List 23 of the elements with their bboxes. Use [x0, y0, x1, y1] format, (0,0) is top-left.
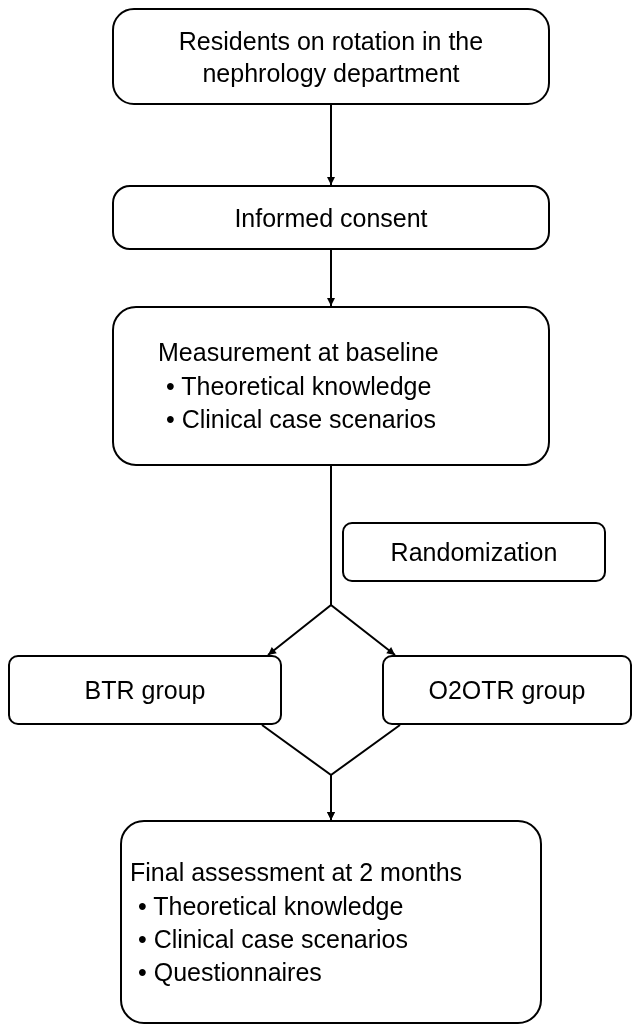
- process-box: [112, 306, 550, 466]
- arrow: [327, 724, 401, 821]
- box-heading: Final assessment at 2 months: [130, 856, 463, 888]
- bullet-item: • Theoretical knowledge: [138, 890, 405, 922]
- box-heading: BTR group: [84, 675, 206, 706]
- process-box: [120, 820, 542, 1024]
- bullet-item: • Theoretical knowledge: [166, 371, 433, 402]
- bullet-item: • Questionnaires: [138, 956, 323, 988]
- box-heading: Residents on rotation in the nephrology department: [177, 25, 485, 89]
- process-box: [8, 655, 282, 725]
- bullet-item: • Clinical case scenarios: [138, 923, 408, 955]
- process-box: [112, 8, 550, 105]
- process-box: [342, 522, 606, 582]
- arrow: [327, 104, 335, 186]
- arrow: [327, 249, 335, 307]
- arrow: [330, 465, 396, 656]
- bullet-item: • Clinical case scenarios: [166, 404, 436, 435]
- box-heading: O2OTR group: [428, 675, 586, 706]
- process-box: [382, 655, 632, 725]
- box-heading: Measurement at baseline: [158, 337, 439, 368]
- box-heading: Informed consent: [234, 202, 428, 234]
- box-heading: Randomization: [390, 537, 558, 568]
- process-box: [112, 185, 550, 250]
